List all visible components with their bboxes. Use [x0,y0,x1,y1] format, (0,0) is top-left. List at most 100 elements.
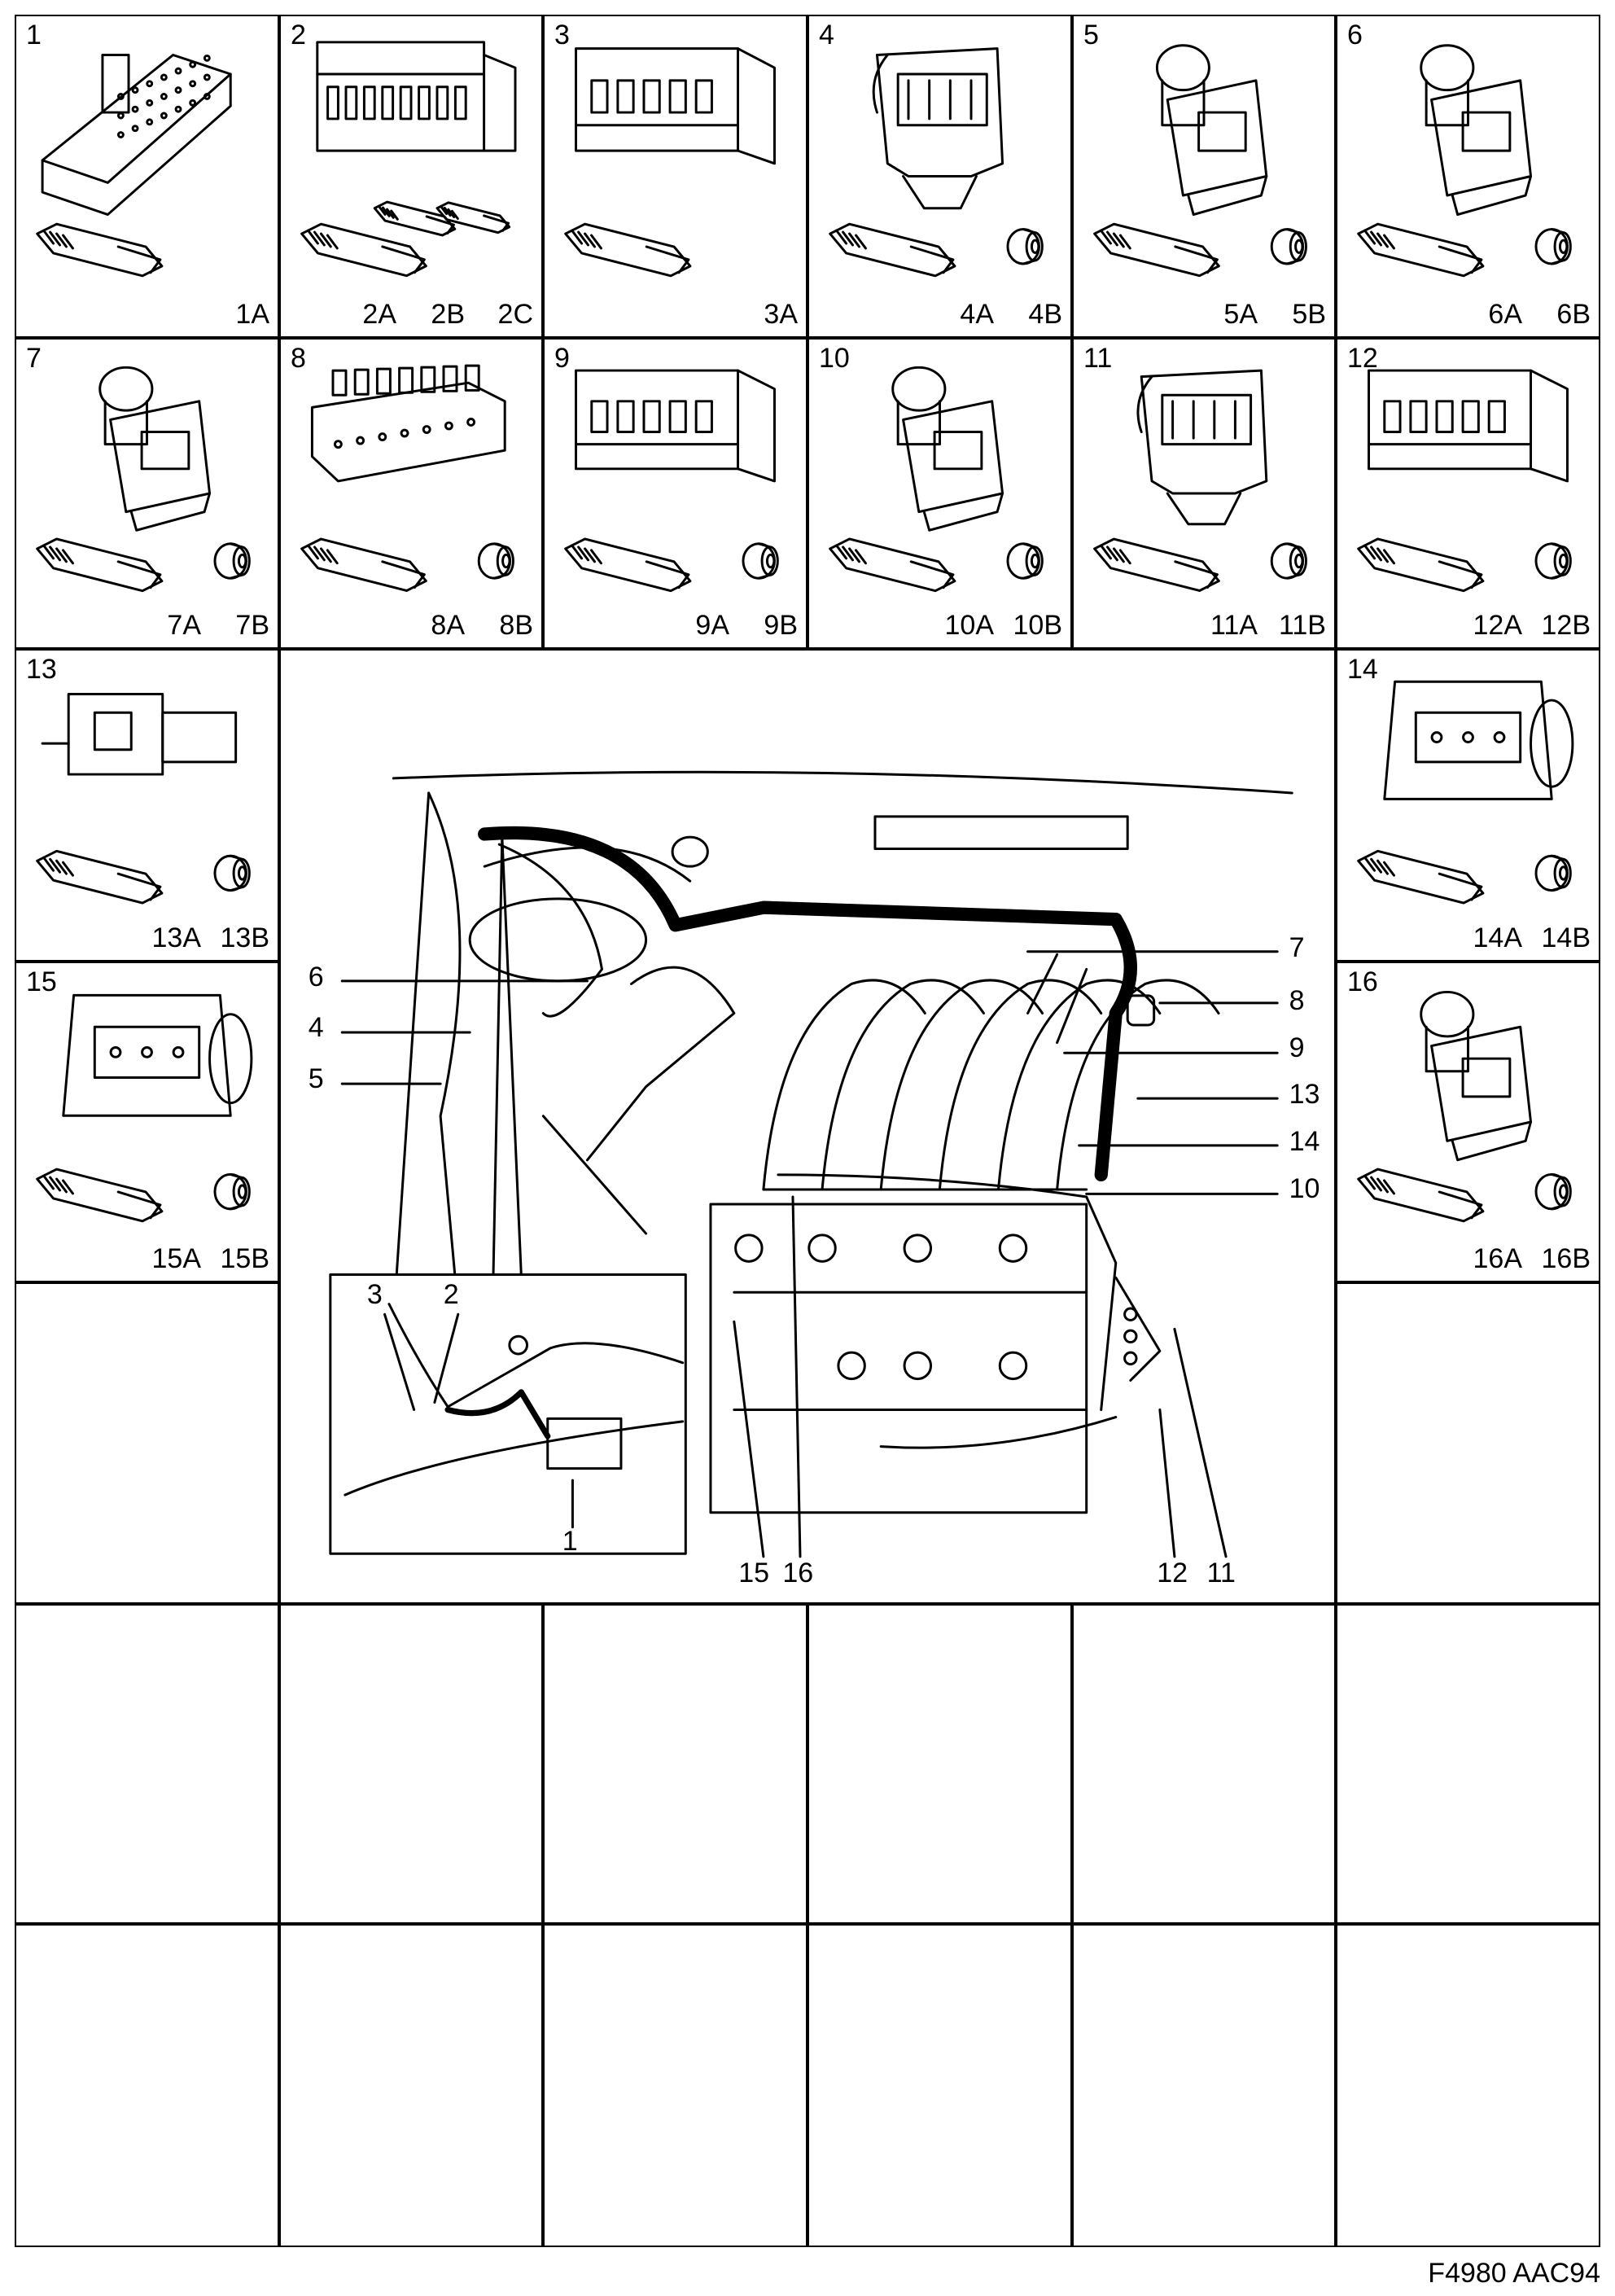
empty-cell [15,1604,279,1924]
part-label: 15A [151,1243,202,1274]
connector-number: 13 [26,654,57,685]
engine-callout-10: 10 [1289,1172,1320,1204]
connector-number: 2 [291,20,306,50]
part-label: 9B [764,610,798,641]
part-label: 8B [499,610,533,641]
connector-4-drawing [829,47,1044,278]
connector-1-drawing [36,54,232,278]
part-label: 13A [151,922,202,953]
empty-cell [543,1924,808,2247]
empty-cell [1072,1924,1336,2247]
engine-bay-panel [279,649,1336,1604]
connector-cell-11: 11 11A 11B [1072,338,1336,649]
engine-callout-5: 5 [308,1063,324,1094]
engine-callout-14: 14 [1289,1126,1320,1158]
connector-cell-10: 10 10A 10B [808,338,1072,649]
part-label: 13B [220,922,270,953]
connector-cell-1: 1 1A [15,15,279,338]
part-label: 14A [1473,922,1523,953]
part-label: 12B [1541,610,1591,641]
connector-number: 6 [1347,20,1363,50]
empty-cell [279,1924,543,2247]
connector-number: 8 [291,343,306,374]
connector-13-drawing [36,692,251,905]
empty-cell [543,1604,808,1924]
connector-11-drawing [1093,369,1307,592]
engine-callout-9: 9 [1289,1032,1305,1063]
empty-cell [1336,1282,1600,1604]
connector-number: 5 [1083,20,1099,50]
part-label: 16B [1541,1243,1591,1274]
connector-cell-5: 5 5A 5B [1072,15,1336,338]
part-label: 15B [220,1243,270,1274]
connector-number: 7 [26,343,42,374]
connector-10-drawing [829,366,1044,593]
connector-8-drawing [300,364,514,592]
engine-callout-8: 8 [1289,985,1305,1017]
connector-12-drawing [1357,369,1572,593]
connector-cell-4: 4 4A 4B [808,15,1072,338]
part-label: 2C [497,299,533,330]
connector-number: 3 [554,20,570,50]
part-label: 8A [431,610,465,641]
empty-cell [279,1604,543,1924]
part-label: 11A [1210,610,1258,641]
connector-cell-9: 9 9A 9B [543,338,808,649]
part-label: 10A [944,610,995,641]
engine-callout-16: 16 [782,1558,814,1589]
engine-callout-12: 12 [1157,1558,1188,1589]
part-label: 2B [431,299,465,330]
connector-number: 10 [819,343,850,374]
connector-number: 12 [1347,343,1378,374]
connector-5-drawing [1093,44,1307,278]
connector-16-drawing [1357,990,1572,1223]
engine-callout-15: 15 [738,1558,770,1589]
connector-cell-13: 13 13A 13B [15,649,279,962]
connector-number: 9 [554,343,570,374]
connector-7-drawing [36,366,251,593]
engine-callout-7: 7 [1289,932,1305,964]
inset-callout-1: 1 [562,1525,578,1557]
empty-cell [15,1924,279,2247]
part-label: 10B [1013,610,1063,641]
connector-2-drawing [300,41,517,278]
connector-6-drawing [1357,44,1572,278]
part-label: 7A [167,610,201,641]
engine-callout-13: 13 [1289,1079,1320,1111]
part-label: 4A [960,299,994,330]
empty-cell [1072,1604,1336,1924]
connector-cell-8: 8 8A 8B [279,338,543,649]
connector-number: 1 [26,20,42,50]
connector-number: 4 [819,20,834,50]
engine-callout-4: 4 [308,1011,324,1043]
part-label: 16A [1473,1243,1523,1274]
part-label: 1A [235,299,269,330]
part-label: 3A [764,299,798,330]
part-label: 5A [1223,299,1258,330]
connector-cell-3: 3 3A [543,15,808,338]
empty-cell [808,1604,1072,1924]
part-label: 9A [695,610,729,641]
part-label: 12A [1473,610,1523,641]
empty-cell [808,1924,1072,2247]
connector-15-drawing [36,993,253,1223]
inset-callout-3: 3 [366,1278,383,1310]
part-label: 5B [1292,299,1326,330]
connector-cell-12: 12 12A 12B [1336,338,1600,649]
connector-14-drawing [1357,680,1574,905]
empty-cell [15,1282,279,1604]
connector-number: 14 [1347,654,1378,685]
connector-number: 11 [1083,343,1113,374]
part-label: 2A [362,299,396,330]
connector-number: 15 [26,966,57,997]
connector-3-drawing [564,47,776,278]
part-label: 4B [1028,299,1062,330]
part-label: 11B [1279,610,1326,641]
empty-cell [1336,1924,1600,2247]
connector-9-drawing [564,369,779,593]
